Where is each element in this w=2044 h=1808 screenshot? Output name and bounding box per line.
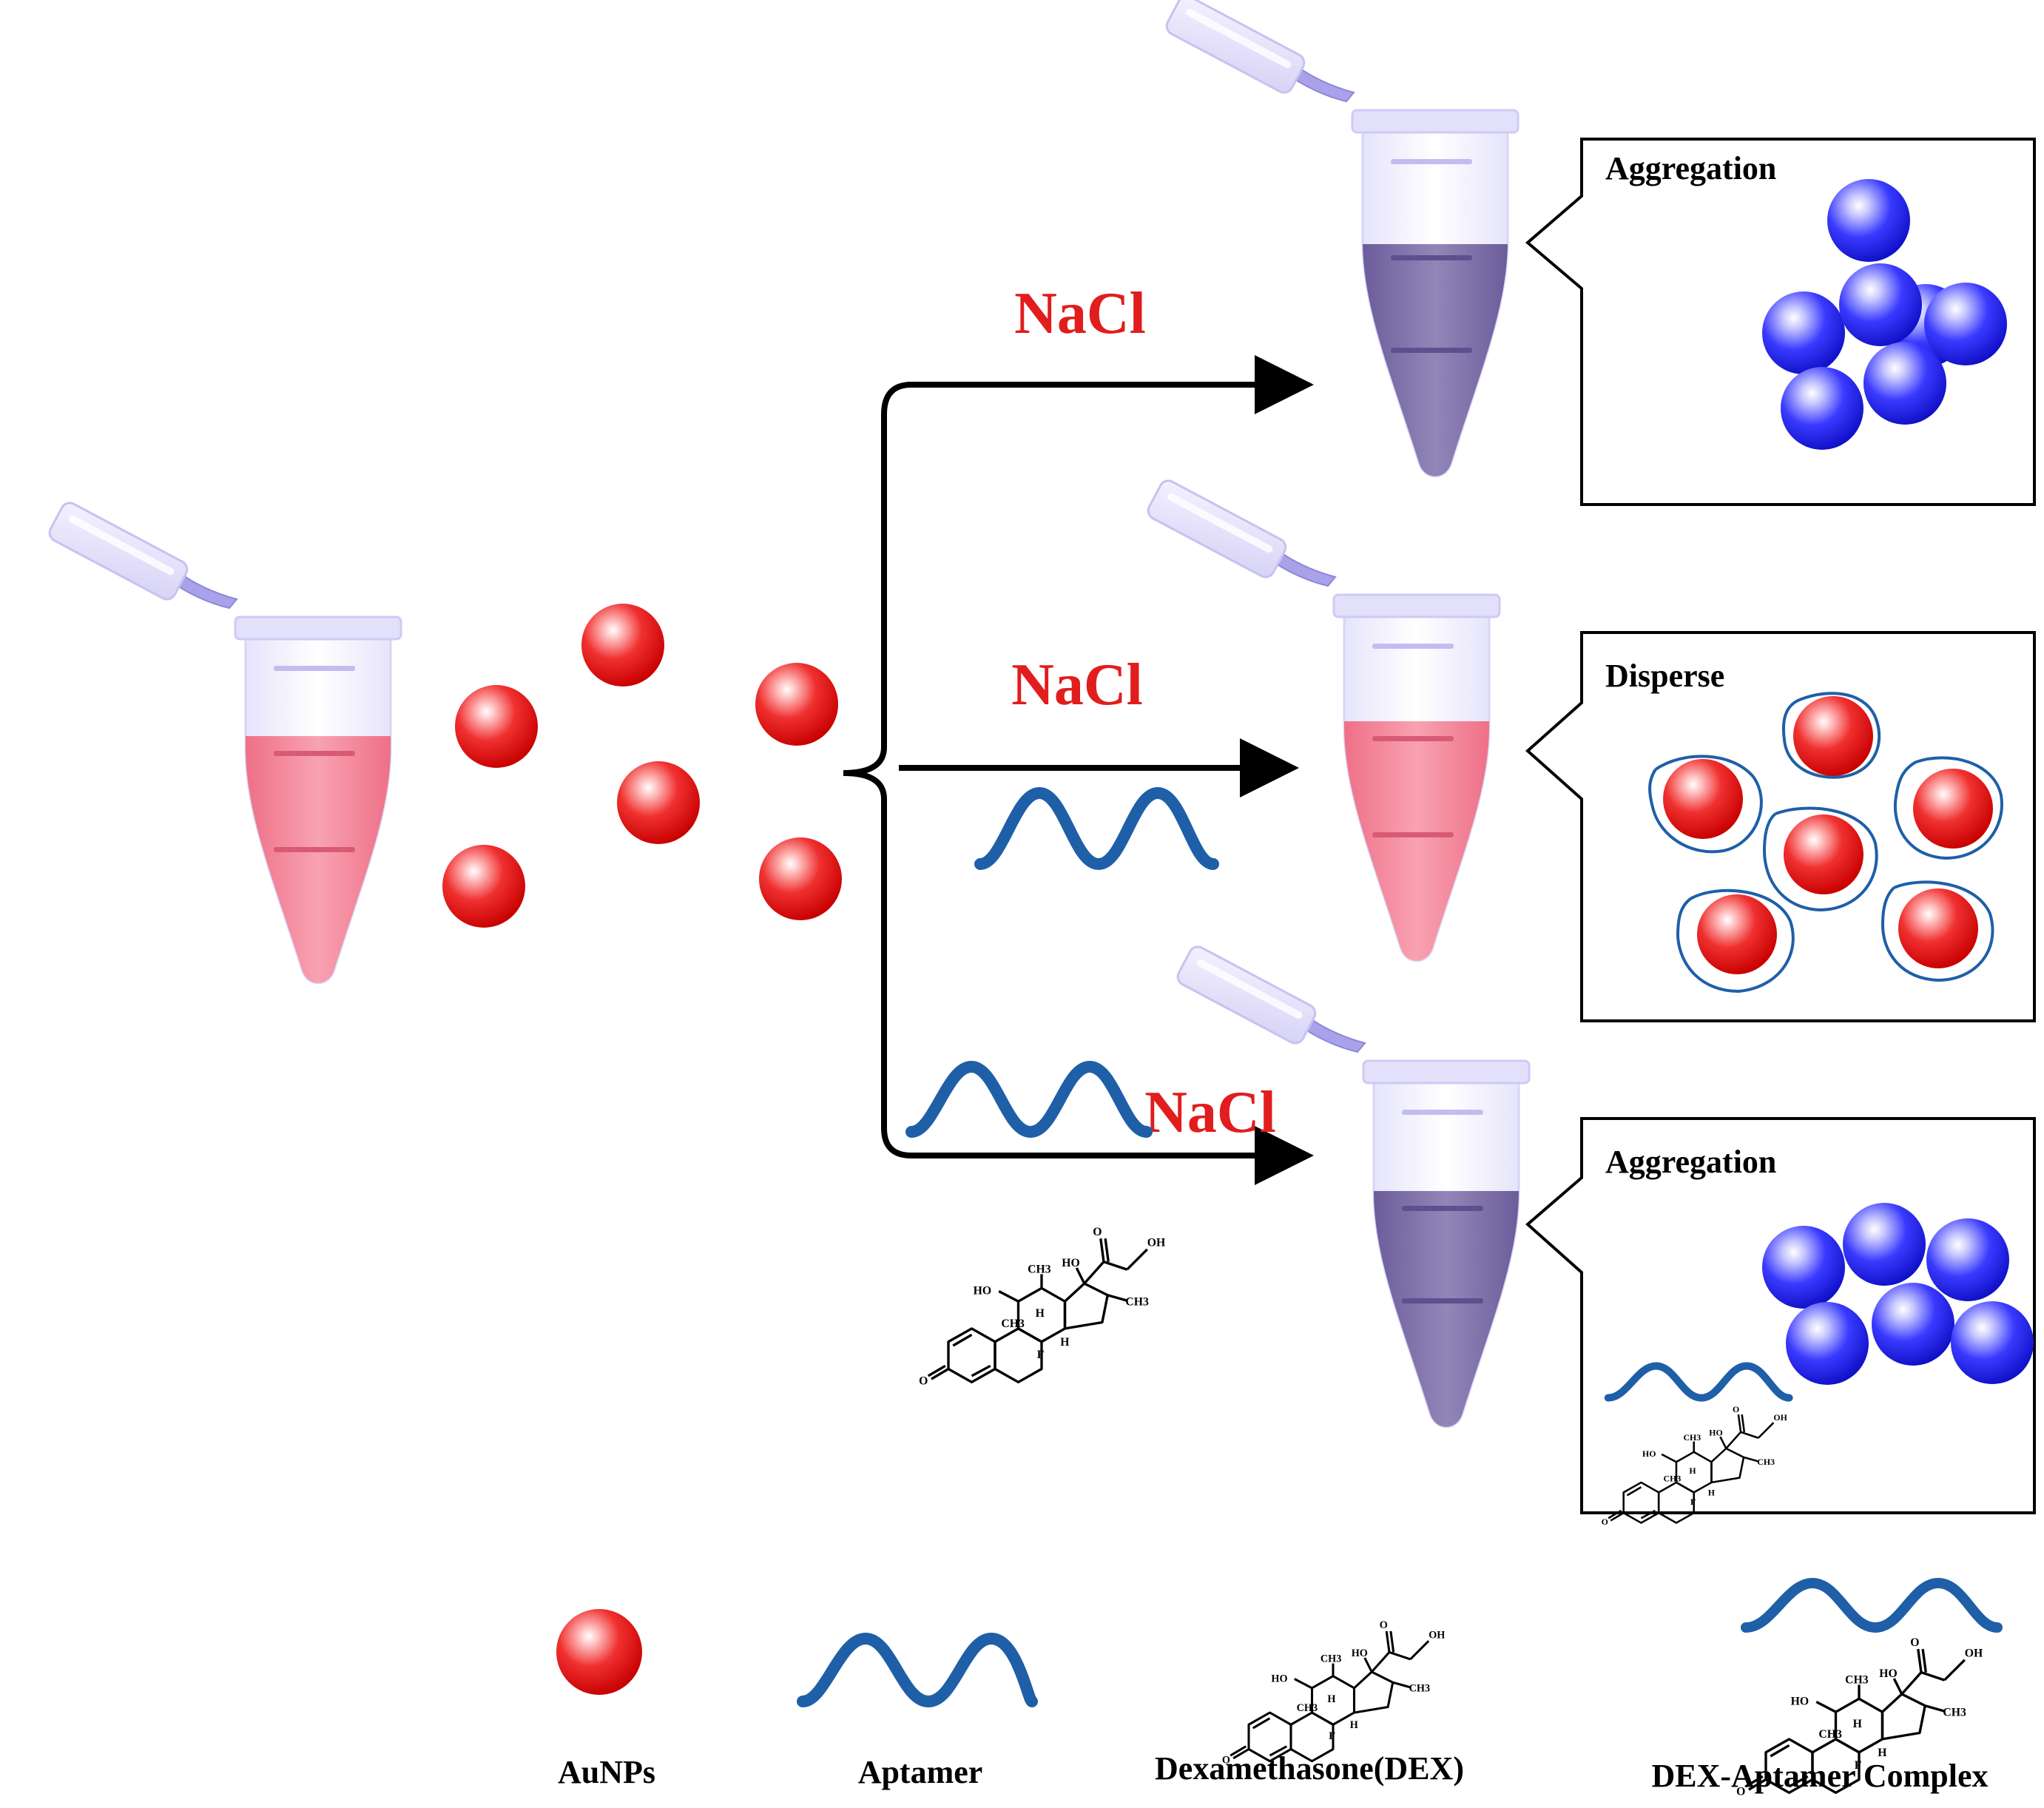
dex-aptamer-complex-icon bbox=[1735, 1577, 2003, 1800]
result-tube-aggregated-top bbox=[1162, 0, 1519, 478]
aptamer-coated-aunp bbox=[1676, 888, 1795, 994]
branch-brace bbox=[843, 382, 912, 1158]
free-aunp-group bbox=[442, 604, 842, 928]
aggregated-particle bbox=[1926, 1218, 2009, 1301]
aptamer-wave-icon bbox=[905, 1060, 1153, 1139]
aggregated-particle bbox=[1924, 283, 2007, 365]
aptamer-wave-icon bbox=[797, 1632, 1038, 1708]
aunp-sphere bbox=[617, 761, 700, 844]
nacl-label-bottom: NaCl bbox=[1144, 1080, 1276, 1145]
aptamer-coated-aunp bbox=[1781, 692, 1881, 779]
aggregated-particle bbox=[1839, 263, 1922, 346]
panel-aggregation-bottom: Aggregation bbox=[1525, 1117, 2036, 1528]
nacl-label-top: NaCl bbox=[1014, 281, 1146, 346]
dex-aptamer-complex-icon bbox=[1600, 1362, 1793, 1528]
panel-aggregation-top: Aggregation bbox=[1525, 138, 2036, 506]
dex-structure-icon bbox=[1221, 1618, 1446, 1768]
aggregated-particle bbox=[1781, 367, 1863, 450]
legend-label-dex-aptamer-complex: DEX-Aptamer Complex bbox=[1651, 1758, 1988, 1794]
aunp-sphere bbox=[581, 604, 664, 687]
panel-label: Aggregation bbox=[1605, 1144, 1776, 1180]
aptamer-coated-aunp bbox=[1881, 880, 1994, 982]
panel-label: Aggregation bbox=[1605, 150, 1776, 186]
aunp-sphere bbox=[455, 685, 538, 768]
panel-disperse-middle: Disperse bbox=[1525, 631, 2036, 1022]
aggregated-particle bbox=[1863, 342, 1946, 425]
aunp-sphere-icon bbox=[556, 1609, 642, 1695]
aggregated-particle bbox=[1951, 1301, 2034, 1384]
aggregated-particle bbox=[1872, 1283, 1954, 1366]
nacl-label-middle: NaCl bbox=[1011, 652, 1143, 718]
result-tube-dispersed-middle bbox=[1144, 476, 1501, 962]
aptamer-coated-aunp bbox=[1648, 755, 1763, 854]
aggregated-particle bbox=[1762, 1226, 1845, 1309]
aunp-sphere bbox=[755, 663, 838, 746]
legend-label-aptamer: Aptamer bbox=[858, 1754, 983, 1790]
aggregated-particle bbox=[1786, 1302, 1869, 1385]
start-tube bbox=[45, 499, 402, 985]
aptamer-wave-icon bbox=[974, 786, 1219, 871]
aptamer-coated-aunp bbox=[1893, 756, 2003, 860]
legend: AuNPs Aptamer Dexamethasone(DEX) DEX-Apt… bbox=[556, 1577, 2003, 1800]
aggregated-particle bbox=[1827, 179, 1910, 262]
aptamer-coated-aunp bbox=[1762, 806, 1878, 912]
aggregated-particle bbox=[1843, 1203, 1926, 1286]
aunp-sphere bbox=[759, 837, 842, 920]
legend-label-aunps: AuNPs bbox=[558, 1754, 655, 1790]
aggregated-particle bbox=[1762, 291, 1845, 374]
dex-structure-icon bbox=[917, 1224, 1167, 1389]
result-tube-aggregated-bottom bbox=[1173, 942, 1531, 1428]
aunp-sphere bbox=[442, 845, 525, 928]
legend-label-dex: Dexamethasone(DEX) bbox=[1155, 1750, 1464, 1787]
panel-label: Disperse bbox=[1605, 658, 1724, 694]
